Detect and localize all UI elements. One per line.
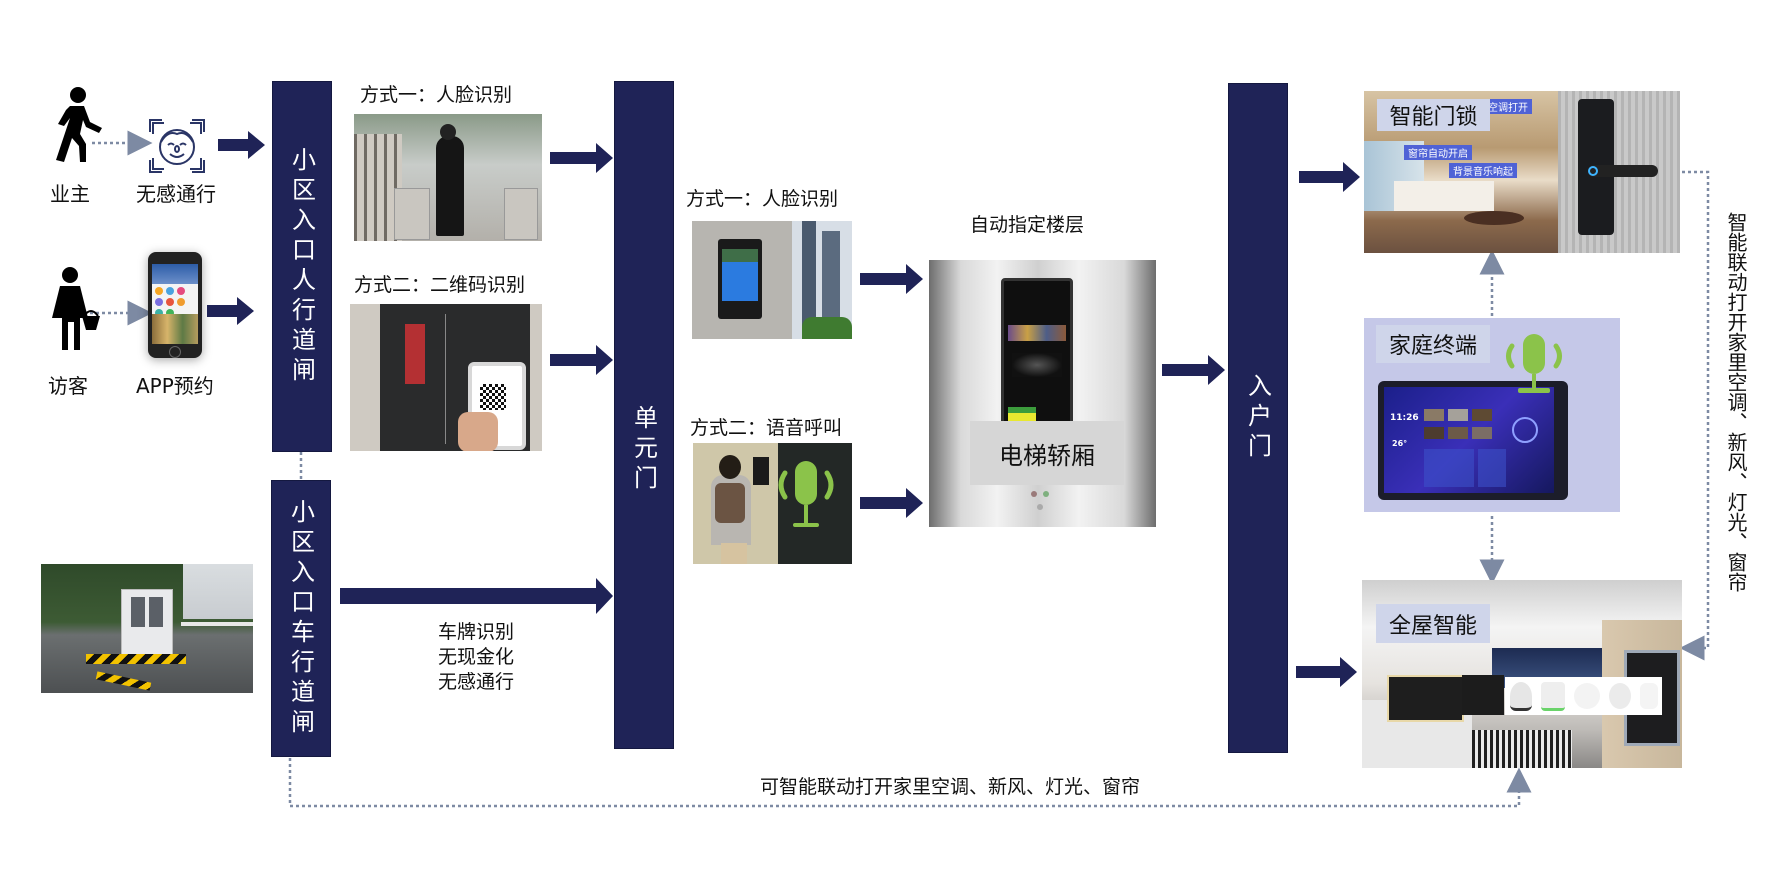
smart-lock-photo: 空调打开 窗帘自动开启 背景音乐响起 智能门锁 [1364,91,1680,253]
elevator-tag: 电梯轿厢 [970,421,1124,485]
whole-house-tag: 全屋智能 [1376,604,1490,643]
qr-code-door-photo [350,304,542,451]
arrow-visitor-to-gate [207,297,254,325]
visitor-method-label: APP预约 [136,374,214,398]
ped-method-1-label: 方式一：人脸识别 [360,84,513,106]
owner-figure [50,86,106,164]
microphone-icon [778,461,834,527]
elevator-car-photo: 电梯轿厢 [929,260,1156,527]
unit-method-1-label: 方式一：人脸识别 [686,188,839,210]
whole-house-photo: 全屋智能 [1362,580,1682,768]
smartphone-app-icon [148,252,202,358]
lock-overlay-text: 窗帘自动开启 [1404,145,1472,160]
terminal-temp: 26° [1392,439,1408,448]
terminal-time: 11:26 [1390,413,1419,423]
terminal-tablet: 11:26 26° [1378,381,1568,500]
owner-method-label: 无感通行 [136,182,216,206]
walking-person-icon [56,87,102,162]
pedestrian-gate-bar: 小区入口人行道闸 [272,81,332,452]
vehicle-gate-bar: 小区入口车行道闸 [271,480,331,757]
lock-overlay-text: 空调打开 [1484,99,1532,114]
arrow-vehicle-to-unit [340,578,613,614]
vehicle-gate-label: 小区入口车行道闸 [286,498,315,739]
face-scan-icon [148,118,206,174]
arrow-face-to-unit [550,143,613,173]
unit-door-bar: 单元门 [614,81,674,749]
vehicle-features: 车牌识别 无现金化 无感通行 [438,620,514,695]
person-with-basket-icon [52,267,100,350]
owner-label: 业主 [50,182,90,206]
arrow-entry-to-lock [1299,162,1360,192]
vehicle-feature: 车牌识别 [438,621,515,643]
home-terminal-tag: 家庭终端 [1376,325,1490,363]
parking-gate-photo [41,564,253,693]
microphone-icon [1506,334,1562,393]
arrow-owner-to-gate [218,131,265,159]
voice-call-photo [693,443,852,564]
home-terminal-panel: 家庭终端 11:26 26° [1364,318,1620,512]
arrow-voice-to-elevator [860,488,923,518]
side-linkage-dotted [1679,170,1710,661]
elevator-caption: 自动指定楼层 [970,214,1085,236]
bottom-linkage-text: 可智能联动打开家里空调、新风、灯光、窗帘 [760,776,1141,798]
ped-method-2-label: 方式二：二维码识别 [354,274,526,296]
entry-door-bar: 入户门 [1228,83,1288,753]
vehicle-feature: 无感通行 [438,671,515,693]
smart-lock-tag: 智能门锁 [1377,99,1490,131]
bottom-linkage-dotted [288,758,1532,808]
face-recognition-turnstile-photo [354,114,542,241]
entry-door-label: 入户门 [1243,373,1272,463]
arrow-qr-to-unit [550,345,613,375]
visitor-figure [46,266,102,352]
pedestrian-gate-label: 小区入口人行道闸 [287,146,316,387]
unit-method-2-label: 方式二：语音呼叫 [690,417,843,439]
arrow-intercom-to-elevator [860,264,923,294]
visitor-label: 访客 [48,374,88,398]
arrow-entry-to-house [1296,657,1357,687]
intercom-panel-photo [692,221,852,339]
unit-door-label: 单元门 [629,405,658,495]
lock-overlay-text: 背景音乐响起 [1449,163,1517,178]
arrow-elevator-to-entry [1162,355,1225,385]
side-linkage-text: 智能联动打开家里空调、新风、灯光、窗帘 [1724,212,1748,592]
vehicle-feature: 无现金化 [438,646,515,668]
